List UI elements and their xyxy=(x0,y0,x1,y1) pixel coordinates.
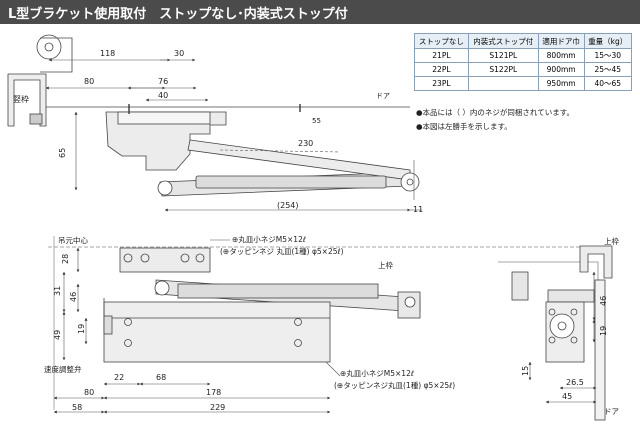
spec-table: ストップなし 内装式ストップ付 適用ドア巾 重量（kg） 21PL S121PL… xyxy=(414,33,632,91)
side-view-dimensions xyxy=(528,271,597,404)
dim-80-front: 80 xyxy=(84,388,94,397)
label-upper-frame-side: 上枠 xyxy=(604,236,619,246)
hinge-bracket xyxy=(40,37,73,73)
dim-58: 58 xyxy=(72,403,82,412)
side-arm xyxy=(511,271,529,301)
spec-header-no-stop: ストップなし xyxy=(414,33,469,49)
dim-46: 46 xyxy=(69,292,78,302)
upper-frame-section xyxy=(579,245,613,279)
table-cell: 950mm xyxy=(537,76,585,91)
dim-254: (254) xyxy=(277,201,299,210)
dim-26-5-side: 26.5 xyxy=(566,378,584,387)
closer-body-top xyxy=(105,111,227,171)
dim-11: 11 xyxy=(413,205,423,214)
label-screw-top-b: (⊕タッピンネジ 丸皿(1種) φ5×25ℓ) xyxy=(220,246,344,256)
table-cell: 23PL xyxy=(414,76,469,91)
dim-28: 28 xyxy=(61,254,70,264)
front-view xyxy=(48,246,600,363)
label-screw-bottom-b: (⊕タッピンネジ丸皿(1種) φ5×25ℓ) xyxy=(334,380,455,390)
page-title: L型ブラケット使用取付 ストップなし･内装式ストップ付 xyxy=(8,7,348,22)
top-view-dimensions xyxy=(45,58,422,212)
door-section xyxy=(594,279,606,421)
note-included-screws: ●本品には（ ）内のネジが同梱されています。 xyxy=(416,108,574,117)
spec-header-with-stop: 内装式ストップ付 xyxy=(467,33,539,49)
pivot-right xyxy=(400,172,420,192)
label-door-side: ドア xyxy=(604,407,619,416)
dim-65: 65 xyxy=(58,148,67,158)
label-screw-top-a: ⊕丸皿小ネジM5×12ℓ xyxy=(232,234,306,244)
side-bracket xyxy=(547,289,595,303)
dim-46-side: 46 xyxy=(599,296,608,306)
dim-19: 19 xyxy=(77,324,86,334)
dim-76: 76 xyxy=(158,77,168,86)
speed-valve xyxy=(103,315,113,335)
dim-45-side: 45 xyxy=(562,392,572,401)
dim-68: 68 xyxy=(156,373,166,382)
closer-body-front xyxy=(103,301,331,363)
label-upper-frame-front: 上枠 xyxy=(378,260,393,270)
dim-30: 30 xyxy=(174,49,184,58)
dim-230: 230 xyxy=(298,139,313,148)
table-cell: 25～45 xyxy=(583,62,632,77)
side-view-labels: 46 19 15 26.5 45 上枠 ドア xyxy=(521,236,619,416)
label-door-top: ドア xyxy=(376,92,390,100)
dim-229: 229 xyxy=(210,403,225,412)
dim-15-side: 15 xyxy=(521,366,530,376)
dim-55: 55 xyxy=(312,117,321,125)
front-rod xyxy=(177,283,379,299)
note-left-hand: ●本図は左勝手を示します。 xyxy=(416,122,512,131)
dim-118: 118 xyxy=(100,49,115,58)
pivot-left xyxy=(157,180,173,196)
dim-49: 49 xyxy=(53,330,62,340)
front-view-labels: 吊元中心 28 31 46 49 19 22 68 80 178 58 229 … xyxy=(44,234,455,412)
dim-22: 22 xyxy=(114,373,124,382)
dim-40: 40 xyxy=(158,91,168,100)
side-pinion xyxy=(549,313,575,339)
table-row: 23PL 950mm 40～65 xyxy=(414,76,632,91)
technical-drawing: 118 30 80 76 40 65 230 (254) 11 55 竪枠 ドア xyxy=(7,34,619,421)
table-cell: 40～65 xyxy=(583,76,632,91)
table-cell xyxy=(467,76,539,91)
front-view-dimensions xyxy=(53,236,341,414)
label-hinge-center: 吊元中心 xyxy=(58,235,88,245)
label-speed-valve: 速度調整弁 xyxy=(44,364,82,374)
label-screw-bottom-a: ⊕丸皿小ネジM5×12ℓ xyxy=(340,368,414,378)
dim-31: 31 xyxy=(53,286,62,296)
side-view xyxy=(498,245,613,421)
dim-80: 80 xyxy=(84,77,94,86)
bracket-plate xyxy=(119,247,211,273)
title-bar: L型ブラケット使用取付 ストップなし･内装式ストップ付 xyxy=(0,0,640,24)
table-row: 21PL S121PL 800mm 15～30 xyxy=(414,48,632,63)
dim-19-side: 19 xyxy=(599,326,608,336)
label-vertical-frame: 竪枠 xyxy=(13,94,29,104)
top-view-labels: 118 30 80 76 40 65 230 (254) 11 55 竪枠 ドア xyxy=(13,49,423,214)
dim-178: 178 xyxy=(206,388,221,397)
rod-sleeve xyxy=(195,175,387,189)
top-view xyxy=(7,34,420,197)
